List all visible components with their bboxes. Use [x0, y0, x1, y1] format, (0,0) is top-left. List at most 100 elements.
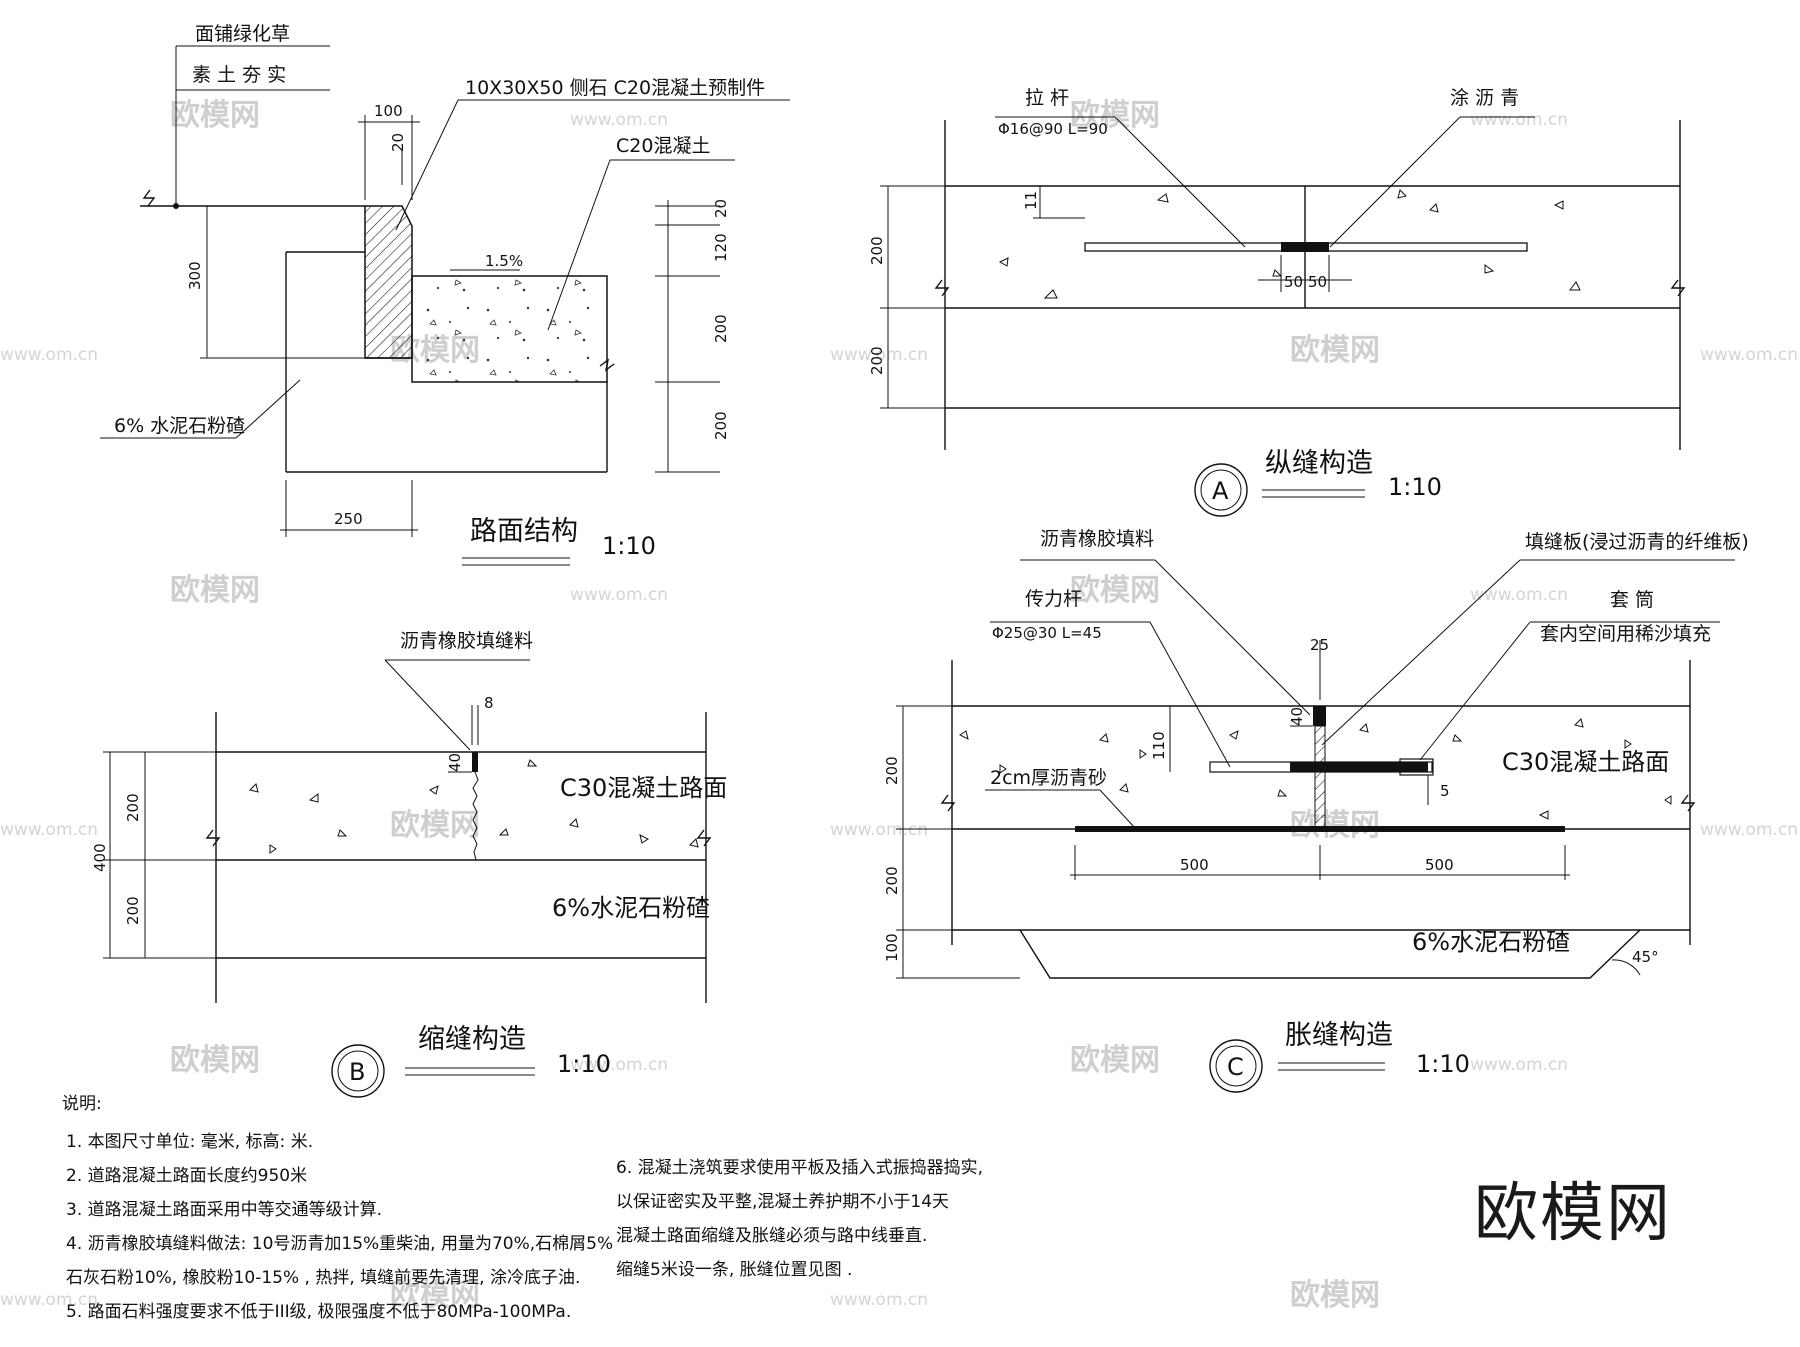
title-B: 缩缝构造 [418, 1024, 526, 1055]
label-surface-B: C30混凝土路面 [560, 774, 727, 802]
watermarks: 欧模网 欧模网 欧模网 欧模网 欧模网 欧模网 欧模网 欧模网 欧模网 欧模网 … [0, 98, 1798, 1313]
dim-40C: 40 [1288, 707, 1306, 726]
break-mark [142, 189, 156, 207]
filler-board [1314, 725, 1326, 830]
title-A: 纵缝构造 [1265, 448, 1373, 479]
watermark-logo: 欧模网 [170, 98, 260, 133]
note-4-continued: 石灰石粉10%, 橡胶粉10-15% , 热拌, 填缝前要先清理, 涂冷底子油. [66, 1268, 581, 1288]
dim-100C: 100 [883, 933, 901, 962]
dim-110: 110 [1150, 731, 1168, 760]
asphalt-sand-layer [1075, 826, 1565, 832]
watermark-url: www.om.cn [830, 1290, 928, 1310]
scale-A: 1:10 [1388, 473, 1442, 501]
dowel-coated [1290, 762, 1428, 772]
dim-200b: 200 [124, 896, 142, 925]
section-marker-A [1194, 463, 1248, 517]
notes-heading: 说明: [62, 1094, 102, 1114]
label-concrete: C20混凝土 [616, 135, 710, 157]
watermark-url: www.om.cn [1470, 1055, 1568, 1075]
crack-line [472, 771, 479, 861]
note-3: 3. 道路混凝土路面采用中等交通等级计算. [66, 1200, 383, 1220]
note-1: 1. 本图尺寸单位: 毫米, 标高: 米. [66, 1132, 314, 1152]
label-soil: 素 土 夯 实 [192, 64, 286, 86]
dim-40: 40 [446, 753, 464, 772]
watermark-logo: 欧模网 [1290, 1278, 1380, 1313]
curb-stone [364, 205, 413, 359]
watermark-logo: 欧模网 [1290, 333, 1380, 368]
dim-8: 8 [484, 694, 494, 712]
marker-A: A [1212, 477, 1229, 505]
watermark-logo: 欧模网 [1070, 573, 1160, 608]
note-6-line2: 以保证密实及平整,混凝土养护期不小于14天 [616, 1192, 950, 1212]
watermark-url: www.om.cn [830, 820, 928, 840]
dim-angle: 45° [1632, 948, 1659, 966]
scale-road: 1:10 [602, 532, 656, 560]
title-C: 胀缝构造 [1285, 1020, 1393, 1051]
panel-A-longitudinal-joint: 拉 杆 Φ16@90 L=90 涂 沥 青 11 200 200 50 50 A… [868, 87, 1686, 517]
label-filler-B: 沥青橡胶填缝料 [400, 630, 533, 652]
watermark-logo: 欧模网 [170, 573, 260, 608]
dim-5: 5 [1440, 782, 1450, 800]
watermark-url: www.om.cn [830, 345, 928, 365]
dim-200b: 200 [712, 411, 730, 440]
label-base: 6% 水泥石粉碴 [114, 415, 245, 437]
dim-200b: 200 [868, 346, 886, 375]
watermark-logo: 欧模网 [390, 808, 480, 843]
panel-road-structure: 面铺绿化草 素 土 夯 实 1.5% 10X30X50 侧石 C20混凝土预制件… [100, 23, 790, 566]
sleeve [1399, 758, 1434, 776]
label-sleeve-note: 套内空间用稀沙填充 [1540, 623, 1711, 645]
note-4: 4. 沥青橡胶填缝料做法: 10号沥青加15%重柴油, 用量为70%,石棉屑5% [66, 1234, 614, 1254]
slope-label: 1.5% [485, 252, 523, 270]
brand-logo: 欧模网 [1474, 1177, 1672, 1251]
dim-200bC: 200 [883, 866, 901, 895]
dim-100: 100 [374, 102, 403, 120]
dim-400: 400 [91, 843, 109, 872]
dim-200a: 200 [124, 793, 142, 822]
label-sand: 2cm厚沥青砂 [990, 767, 1107, 789]
note-6-line1: 6. 混凝土浇筑要求使用平板及插入式振捣器捣实, [616, 1158, 984, 1178]
dim-200aC: 200 [883, 756, 901, 785]
watermark-url: www.om.cn [570, 110, 668, 130]
dim-300: 300 [186, 261, 204, 290]
concrete-block [411, 275, 608, 383]
watermark-logo: 欧模网 [1070, 1043, 1160, 1078]
watermark-url: www.om.cn [1470, 110, 1568, 130]
label-base-C: 6%水泥石粉碴 [1412, 928, 1570, 956]
watermark-logo: 欧模网 [390, 1278, 480, 1313]
watermark-url: www.om.cn [1700, 820, 1798, 840]
label-dowel-spec: Φ25@30 L=45 [992, 624, 1102, 642]
dim-20: 20 [389, 133, 407, 152]
note-6-line3: 混凝土路面缩缝及胀缝必须与路中线垂直. [616, 1226, 928, 1246]
dim-200a: 200 [868, 236, 886, 265]
watermark-url: www.om.cn [0, 1290, 98, 1310]
dim-120: 120 [712, 233, 730, 262]
asphalt-coating [1281, 242, 1329, 252]
dim-20b: 20 [712, 199, 730, 218]
label-dowel: 传力杆 [1025, 588, 1082, 610]
label-board: 填缝板(浸过沥青的纤维板) [1525, 531, 1749, 553]
label-curb: 10X30X50 侧石 C20混凝土预制件 [465, 77, 765, 99]
label-filler-C: 沥青橡胶填料 [1040, 528, 1154, 550]
panel-B-contraction-joint: 沥青橡胶填缝料 8 40 C30混凝土路面 6%水泥石粉碴 400 200 20… [91, 630, 727, 1098]
dim-250: 250 [334, 510, 363, 528]
watermark-logo: 欧模网 [170, 1043, 260, 1078]
label-base-B: 6%水泥石粉碴 [552, 894, 710, 922]
title-road: 路面结构 [470, 516, 578, 547]
label-rod: 拉 杆 [1025, 87, 1069, 109]
joint-filler-C [1313, 706, 1326, 726]
scale-B: 1:10 [557, 1050, 611, 1078]
marker-C: C [1227, 1053, 1244, 1081]
marker-B: B [349, 1058, 365, 1086]
section-marker-C [1209, 1039, 1263, 1093]
dim-11: 11 [1022, 191, 1040, 210]
dim-25: 25 [1310, 636, 1329, 654]
watermark-url: www.om.cn [570, 585, 668, 605]
scale-C: 1:10 [1416, 1050, 1470, 1078]
label-rod-spec: Φ16@90 L=90 [998, 120, 1108, 138]
dim-500a: 500 [1180, 856, 1209, 874]
dim-200a: 200 [712, 314, 730, 343]
dim-50a: 50 [1284, 273, 1303, 291]
dim-50b: 50 [1308, 273, 1327, 291]
watermark-url: www.om.cn [1470, 585, 1568, 605]
